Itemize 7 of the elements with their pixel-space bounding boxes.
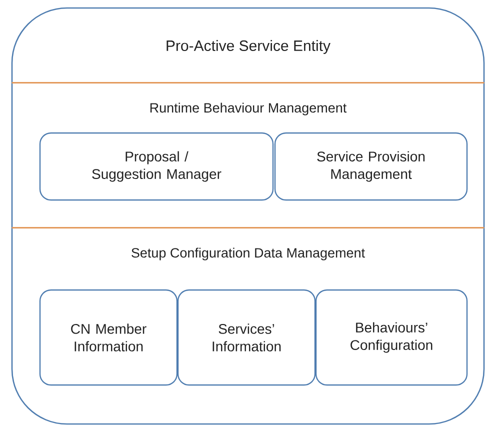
module-box: Service Provision Management [274, 132, 468, 201]
section-band: Setup Configuration Data Management [12, 227, 484, 260]
section-band: Runtime Behaviour Management [12, 82, 484, 116]
module-box: Behaviours’ Configuration [315, 289, 468, 386]
module-box: CN Member Information [39, 289, 178, 386]
module-box: Proposal / Suggestion Manager [39, 132, 274, 201]
module-box: Services’ Information [177, 289, 316, 386]
